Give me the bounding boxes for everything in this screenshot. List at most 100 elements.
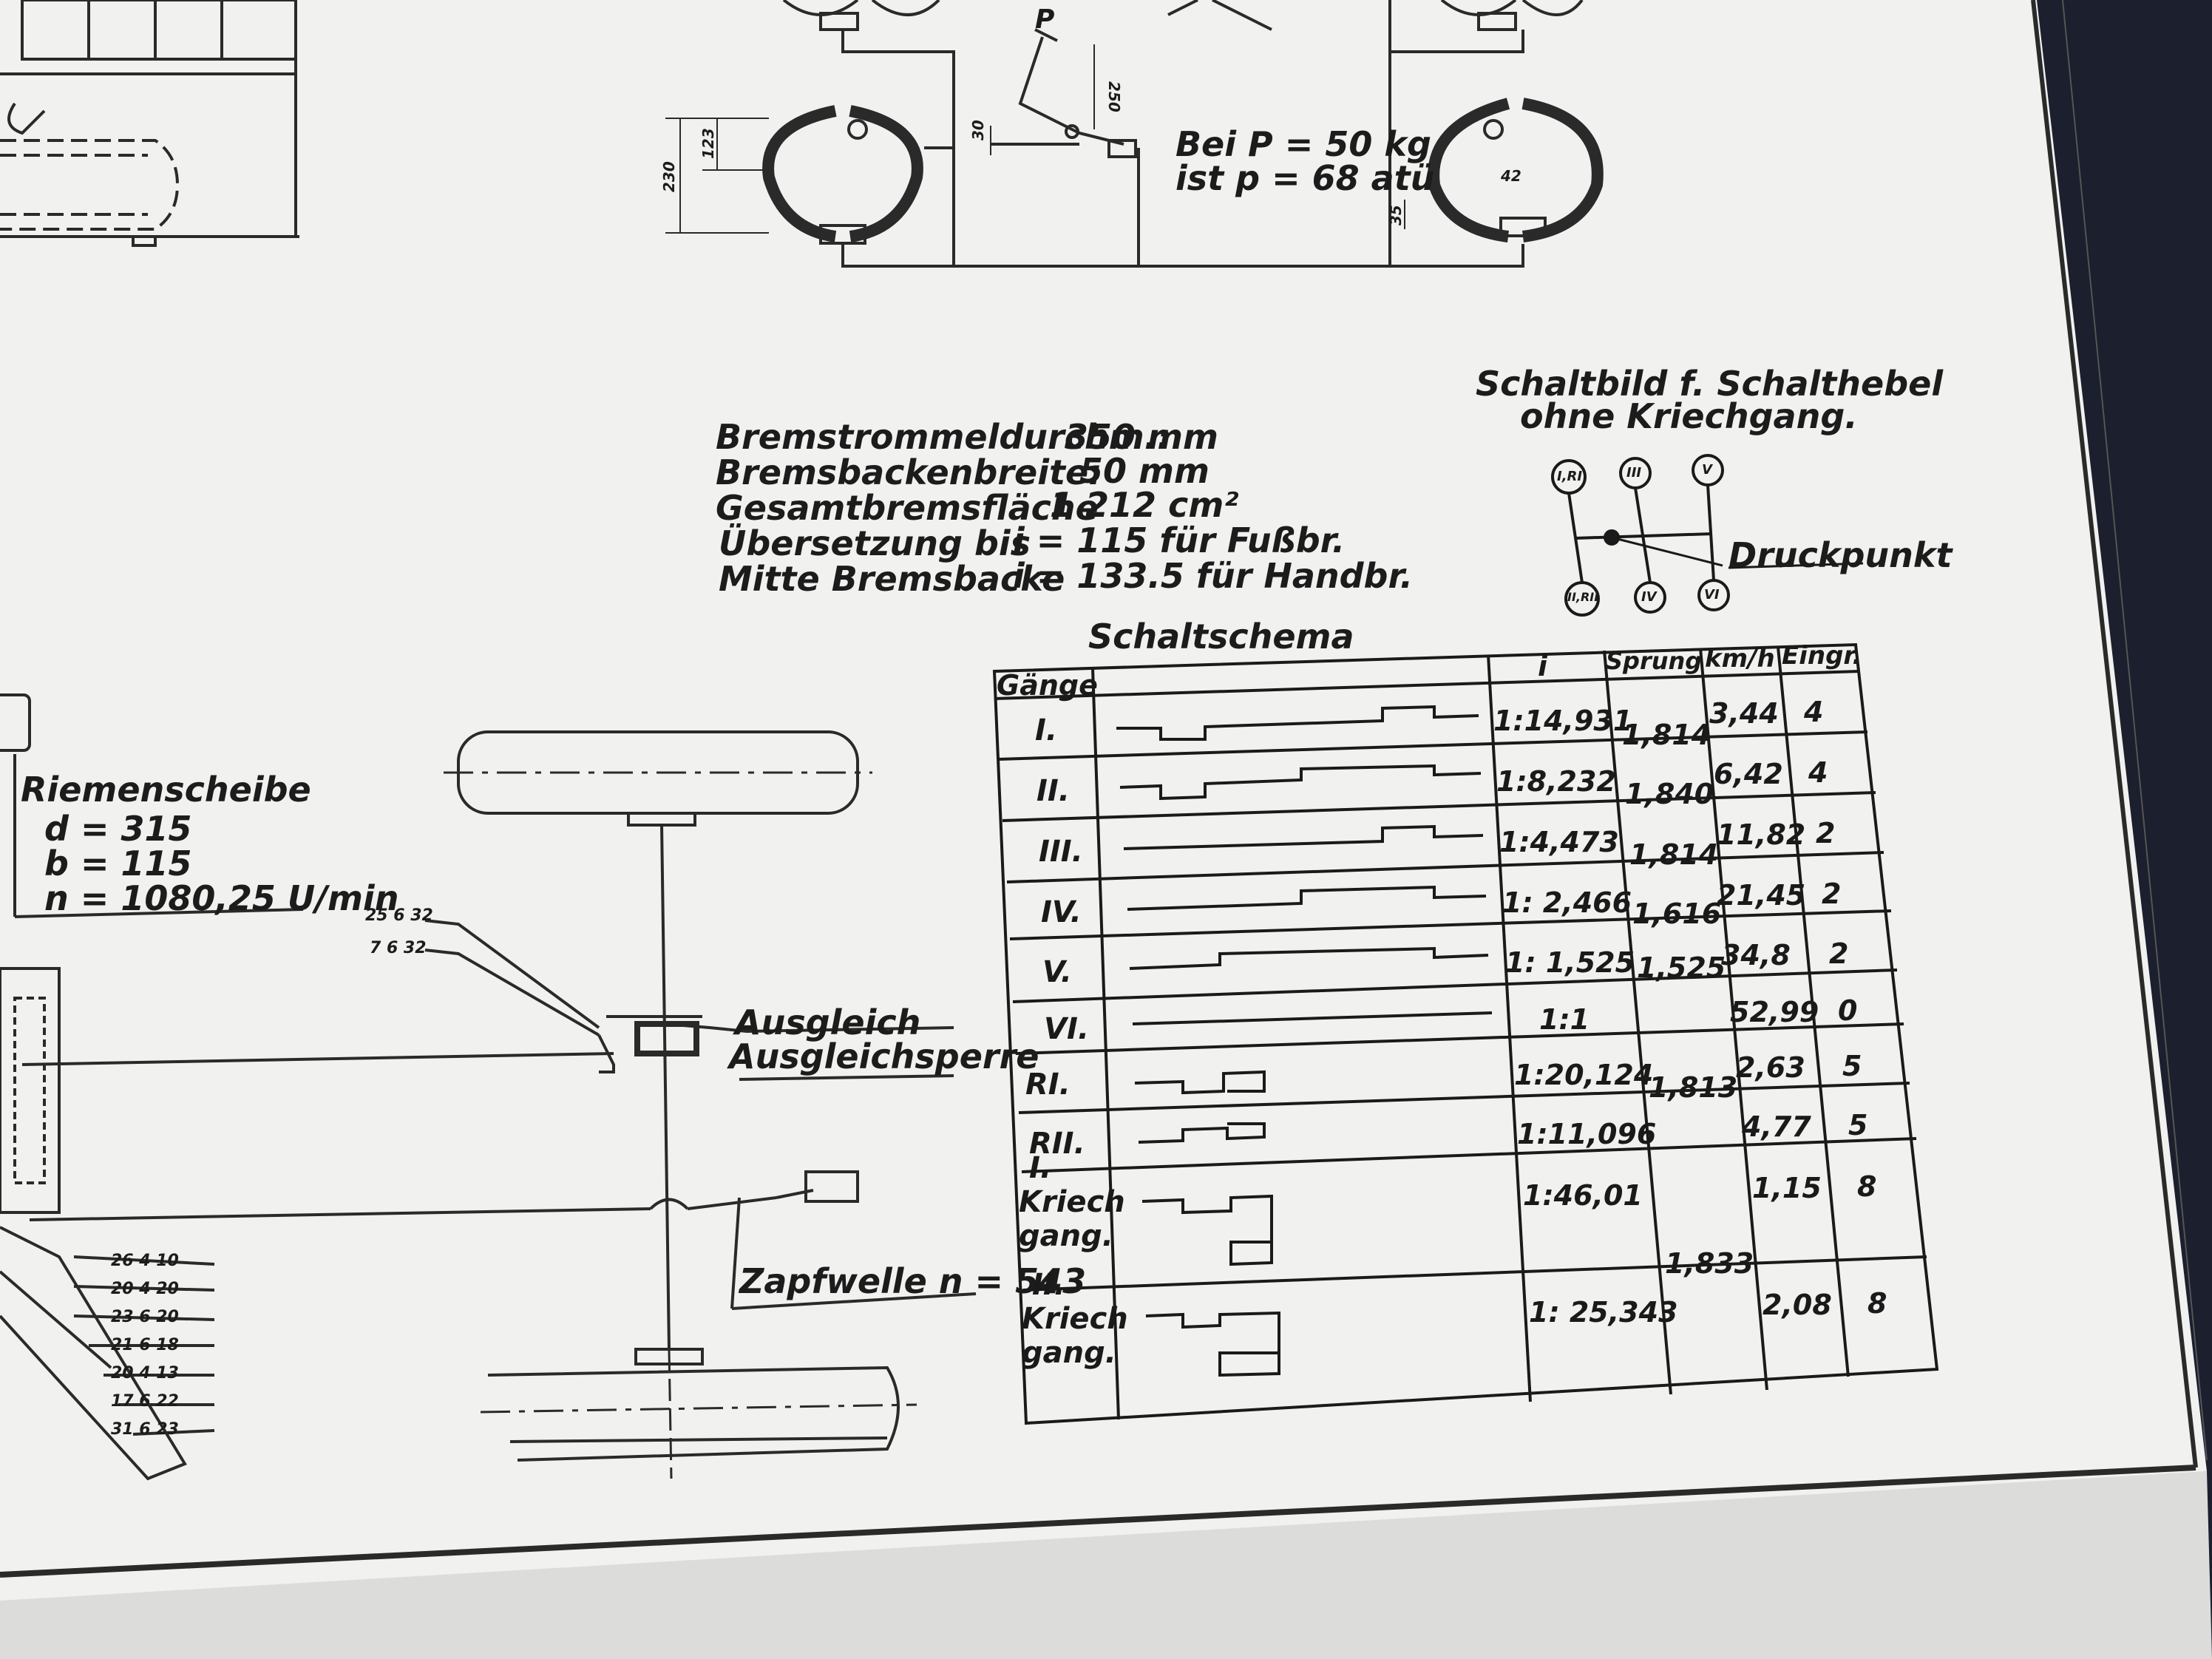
gear-cell: I. (1029, 1151, 1052, 1185)
speed-cell: 2,63 (1736, 1051, 1805, 1084)
brake-force-note-1: Bei P = 50 kg (1175, 124, 1431, 164)
jump-cell: 1,814 (1629, 838, 1719, 871)
header-jump: Sprung (1606, 647, 1703, 675)
ratio-cell: 1:4,473 (1499, 826, 1619, 858)
ratio-cell: 1:11,096 (1517, 1118, 1657, 1150)
dim-label: 230 (660, 161, 678, 192)
gear-cell: RII. (1029, 1127, 1085, 1161)
dim-label: 30 (969, 120, 987, 140)
zapfwelle-label: Zapfwelle n = 543 (739, 1261, 1087, 1301)
speed-cell: 34,8 (1721, 939, 1791, 971)
gear-ratio-item: 31 6 23 (111, 1420, 179, 1439)
engagement-cell: 8 (1867, 1287, 1887, 1320)
engagement-cell: 5 (1848, 1109, 1868, 1141)
ratio-cell: 1: 2,466 (1502, 886, 1632, 919)
shift-position-label: III (1626, 465, 1642, 481)
spec-label: Mitte Bremsbacke (719, 559, 1065, 599)
spec-value: 350 mm (1065, 417, 1218, 457)
schaltschema-table-grid (992, 642, 1939, 1425)
dim-label: 42 (1500, 167, 1521, 185)
speed-cell: 2,08 (1763, 1289, 1832, 1321)
dim-label: 250 (1105, 81, 1123, 112)
shift-pattern-subtitle: ohne Kriechgang. (1520, 396, 1858, 436)
spec-label: Bremsbackenbreite: (716, 452, 1102, 492)
pedal-force-label: P (1035, 4, 1054, 35)
ratio-cell: 1:14,931 (1493, 705, 1633, 737)
gear-ratio-item: 20 4 13 (111, 1364, 179, 1382)
shift-position-label: V (1702, 462, 1712, 478)
gear-engagement-traces (1116, 705, 1493, 1377)
spec-value: i = 115 für Fußbr. (1013, 520, 1346, 560)
brake-system-diagram (665, 0, 1604, 268)
pulley-title: Riemenscheibe (21, 770, 311, 810)
shift-pattern-title: Schaltbild f. Schalthebel (1476, 364, 1944, 404)
pulley-width: b = 115 (44, 844, 192, 883)
machine-outline-top-left (0, 0, 299, 247)
header-engagement: Eingr. (1782, 641, 1862, 671)
speed-cell: 1,15 (1752, 1172, 1822, 1204)
gear-cell: III. (1039, 835, 1083, 869)
gear-ratio-item: 21 6 18 (111, 1336, 179, 1354)
gear-cell: II. (1037, 774, 1070, 808)
gear-ratio-label: 25 6 32 (365, 906, 433, 925)
ratio-cell: 1:8,232 (1496, 765, 1616, 798)
ratio-cell: 1:20,124 (1514, 1059, 1654, 1091)
pulley-diameter: d = 315 (44, 809, 192, 849)
dim-label: 35 (1387, 205, 1405, 225)
engagement-cell: 2 (1816, 817, 1836, 849)
ratio-cell: 1:1 (1539, 1003, 1590, 1036)
gear-ratio-item: 26 4 10 (111, 1252, 179, 1270)
spec-label: Übersetzung bis (719, 523, 1031, 563)
brake-force-note-2: ist p = 68 atü (1175, 158, 1435, 198)
shift-pattern-diagram (1551, 454, 1864, 617)
speed-cell: 3,44 (1709, 697, 1779, 730)
gear-cell: IV. (1041, 895, 1082, 929)
ausgleichsperre-label: Ausgleichsperre (729, 1037, 1039, 1076)
engagement-cell: 0 (1838, 994, 1858, 1027)
engagement-cell: 4 (1808, 756, 1828, 789)
gear-cell: gang. (1019, 1219, 1113, 1253)
ratio-cell: 1:46,01 (1523, 1179, 1643, 1212)
jump-cell: 1,814 (1622, 719, 1711, 751)
jump-cell: 1,833 (1665, 1247, 1754, 1280)
speed-cell: 4,77 (1742, 1110, 1811, 1143)
spec-value: 1 212 cm² (1050, 485, 1239, 525)
gear-ratio-item: 17 6 22 (111, 1392, 179, 1411)
gear-cell: V. (1042, 955, 1072, 989)
engagement-cell: 4 (1804, 696, 1824, 728)
gear-cell: RI. (1025, 1068, 1071, 1102)
shift-position-label: IV (1641, 589, 1657, 605)
gear-cell: VI. (1044, 1012, 1090, 1046)
pulley-speed: n = 1080,25 U/min (44, 878, 399, 918)
header-speed: km/h (1705, 644, 1775, 674)
header-ratio: i (1538, 650, 1548, 682)
gear-cell: Kriech (1022, 1302, 1128, 1336)
speed-cell: 21,45 (1717, 879, 1806, 912)
gear-cell: Kriech (1019, 1185, 1125, 1219)
gear-cell: gang. (1022, 1336, 1116, 1370)
jump-cell: 1,525 (1637, 951, 1726, 984)
header-gear: Gänge (997, 669, 1098, 702)
engagement-cell: 2 (1829, 937, 1849, 970)
engagement-cell: 8 (1857, 1170, 1877, 1203)
spec-label: Gesamtbremsfläche (716, 488, 1099, 528)
schaltschema-title: Schaltschema (1088, 617, 1354, 657)
spec-label: Bremstrommeldurchm.: (716, 417, 1171, 457)
druckpunkt-label: Druckpunkt (1728, 535, 1953, 575)
speed-cell: 52,99 (1730, 996, 1819, 1028)
engagement-cell: 5 (1842, 1050, 1862, 1082)
gear-ratio-label: 7 6 32 (370, 939, 427, 957)
shift-position-label: I,RI (1557, 469, 1583, 484)
jump-cell: 1,616 (1632, 898, 1722, 930)
engagement-cell: 2 (1822, 878, 1842, 910)
speed-cell: 11,82 (1717, 818, 1806, 851)
shift-position-label: VI (1704, 587, 1720, 603)
ratio-cell: 1: 25,343 (1529, 1296, 1678, 1329)
gear-ratio-item: 20 4 20 (111, 1280, 179, 1298)
spec-value: i = 133.5 für Handbr. (1013, 556, 1414, 596)
jump-cell: 1,840 (1625, 778, 1714, 810)
spec-value: 50 mm (1079, 451, 1210, 491)
drive-train-diagram (0, 693, 977, 1481)
ausgleich-label: Ausgleich (735, 1002, 921, 1042)
